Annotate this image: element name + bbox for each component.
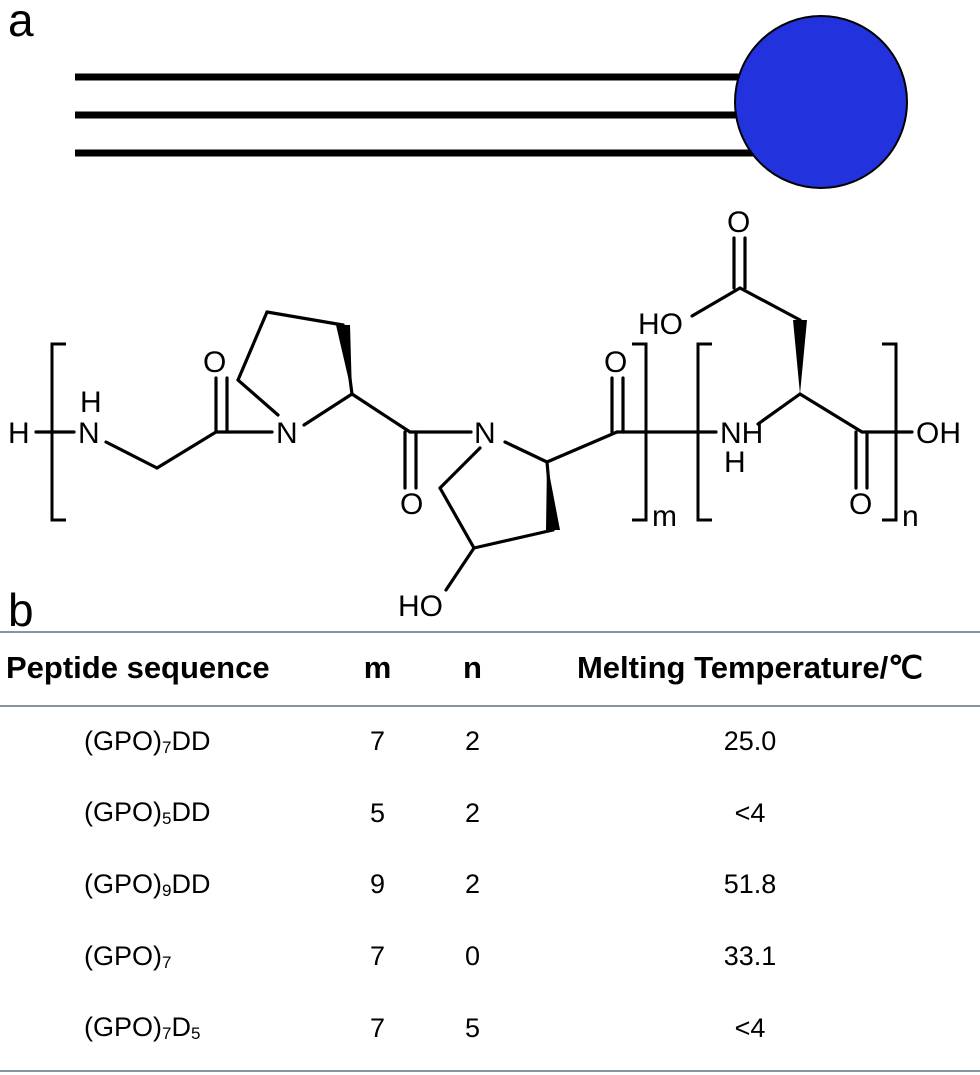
head-group-sphere [734,15,908,189]
table-row: (GPO)7D5 7 5 <4 [0,992,980,1064]
wedge-bond [793,320,807,394]
peptide-table-container: Peptide sequence m n Melting Temperature… [0,630,980,1075]
atom-o: O [604,346,627,379]
peptide-sequence-cell: (GPO)7 [84,940,172,972]
wedge-bond [546,462,560,530]
melting-temperature-cell: 25.0 [723,726,777,757]
m-cell: 7 [369,941,386,972]
column-header: m [363,650,392,685]
n-cell: 0 [464,941,481,972]
peptide-sequence-cell: (GPO)9DD [84,868,211,900]
repeat-label-n: n [902,500,919,533]
atom-o: O [400,488,423,521]
peptide-sequence-cell: (GPO)7D5 [84,1012,201,1044]
atom-n-proline: N [276,417,298,450]
atom-n: N [78,417,100,450]
panel-label-b: b [8,584,34,636]
atom-nh: NH [720,417,763,450]
atom-o: O [727,206,750,239]
table-row: (GPO)9DD 9 2 51.8 [0,849,980,921]
m-cell: 9 [369,869,386,900]
melting-temperature-cell: 33.1 [723,941,777,972]
column-header: Peptide sequence [6,650,270,685]
melting-temperature-cell: <4 [734,1012,766,1043]
atom-h: H [724,446,746,479]
table-header-row: Peptide sequence m n Melting Temperature… [0,630,980,706]
table-row: (GPO)7 7 0 33.1 [0,921,980,993]
repeat-label-m: m [652,500,677,533]
column-header: n [463,650,482,685]
peptide-structure: H H N O N O N HO O NH H HO O O OH m n [8,206,961,623]
n-cell: 5 [464,1012,481,1043]
triple-helix-schematic [75,15,908,189]
m-cell: 7 [369,726,386,757]
wedge-bond [336,325,352,394]
atom-h-terminal: H [8,417,30,450]
atom-o: O [203,346,226,379]
atom-oh: OH [916,417,961,450]
peptide-sequence-cell: (GPO)7DD [84,725,211,757]
peptide-table: Peptide sequence m n Melting Temperature… [0,630,980,1064]
bonds [34,236,914,592]
m-cell: 5 [369,797,386,828]
table-row: (GPO)7DD 7 2 25.0 [0,706,980,778]
n-cell: 2 [464,869,481,900]
n-cell: 2 [464,726,481,757]
column-header: Melting Temperature/℃ [576,650,923,685]
peptide-sequence-cell: (GPO)5DD [84,797,211,829]
melting-temperature-cell: 51.8 [723,869,777,900]
table-row: (GPO)5DD 5 2 <4 [0,778,980,850]
melting-temperature-cell: <4 [734,797,766,828]
m-cell: 7 [369,1012,386,1043]
panel-label-a: a [8,0,34,46]
atom-o: O [849,488,872,521]
atom-h: H [80,386,102,419]
atom-ho: HO [638,308,683,341]
n-cell: 2 [464,797,481,828]
atom-n-hydroxyproline: N [474,417,496,450]
atom-ho: HO [398,590,443,623]
